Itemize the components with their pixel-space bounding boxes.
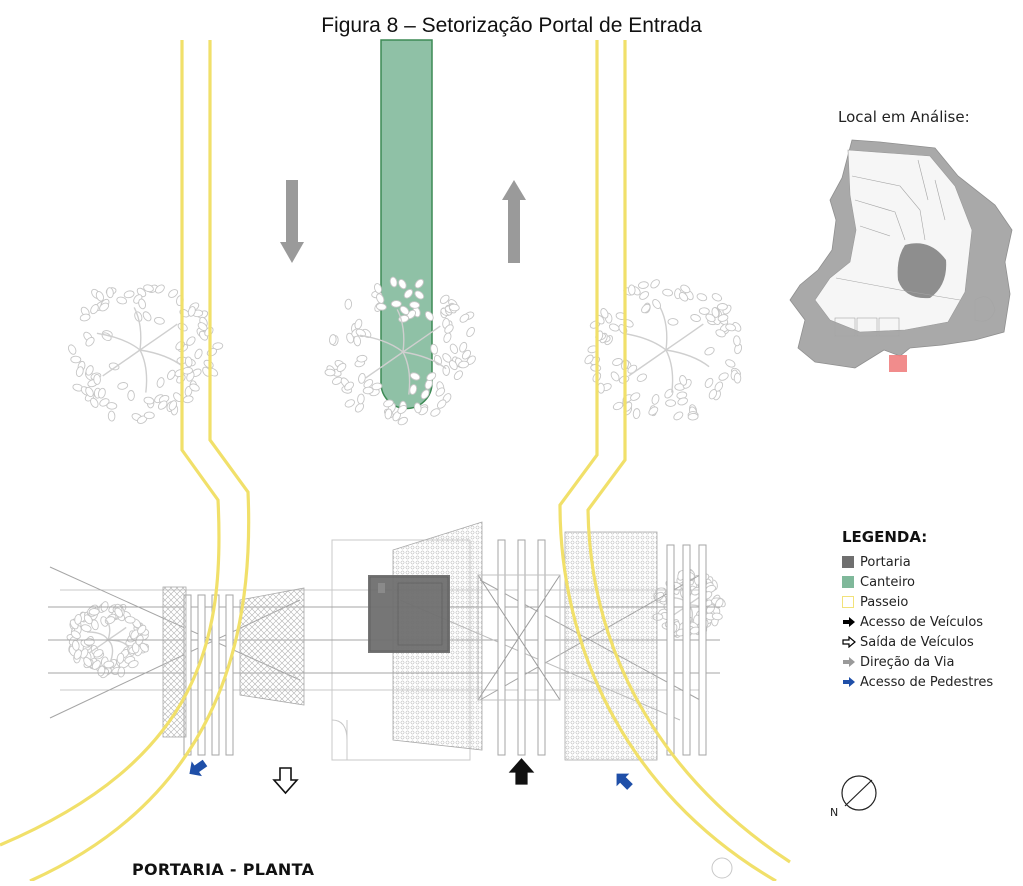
legend-item: Direção da Via bbox=[842, 652, 1022, 672]
location-highlight bbox=[889, 355, 907, 372]
plan-label: PORTARIA - PLANTA bbox=[132, 860, 315, 879]
legend-arrow-icon bbox=[843, 617, 855, 627]
legend-arrow-icon bbox=[843, 657, 855, 667]
legend-item-label: Passeio bbox=[860, 594, 909, 610]
legend-item: Acesso de Pedestres bbox=[842, 672, 1022, 692]
legend-item-label: Acesso de Veículos bbox=[860, 614, 984, 630]
entry-arrow-icon bbox=[508, 758, 535, 785]
legend-item: Passeio bbox=[842, 592, 1022, 612]
portaria-building bbox=[368, 575, 450, 653]
tree-icon bbox=[66, 601, 150, 679]
legend-title: LEGENDA: bbox=[842, 528, 928, 546]
exit-arrow-icon bbox=[272, 767, 299, 795]
canopy-panel bbox=[239, 587, 305, 706]
location-map bbox=[789, 139, 1013, 372]
canopy-panel bbox=[162, 586, 187, 738]
legend-item: Canteiro bbox=[842, 572, 1022, 592]
tree-icon bbox=[68, 284, 224, 424]
pedestrian-arrow-icon bbox=[189, 759, 208, 777]
legend-item-label: Saída de Veículos bbox=[860, 634, 974, 650]
passeio-sidewalk bbox=[0, 40, 791, 883]
direction-arrow-up-icon bbox=[502, 180, 526, 263]
compass-icon bbox=[841, 775, 877, 811]
tree-icon bbox=[324, 276, 476, 426]
legend-item: Saída de Veículos bbox=[842, 632, 1022, 652]
tree-icon bbox=[584, 279, 743, 421]
legend-item-label: Canteiro bbox=[860, 574, 916, 590]
legend-item: Acesso de Veículos bbox=[842, 612, 1022, 632]
legend-swatch bbox=[842, 556, 854, 568]
pedestrian-arrow-icon bbox=[616, 773, 633, 790]
figure-title: Figura 8 – Setorização Portal de Entrada bbox=[321, 14, 702, 37]
legend-arrow-icon bbox=[842, 636, 856, 648]
legend-arrow-icon bbox=[843, 677, 855, 687]
legend-item-label: Direção da Via bbox=[860, 654, 955, 670]
compass-north-label: N bbox=[830, 806, 839, 819]
legend-swatch bbox=[842, 576, 854, 588]
legend-swatch bbox=[842, 596, 854, 608]
location-map-title: Local em Análise: bbox=[838, 108, 970, 126]
legend-item: Portaria bbox=[842, 552, 1022, 572]
direction-arrow-down-icon bbox=[280, 180, 304, 263]
legend-item-label: Portaria bbox=[860, 554, 911, 570]
legend-item-label: Acesso de Pedestres bbox=[860, 674, 994, 690]
